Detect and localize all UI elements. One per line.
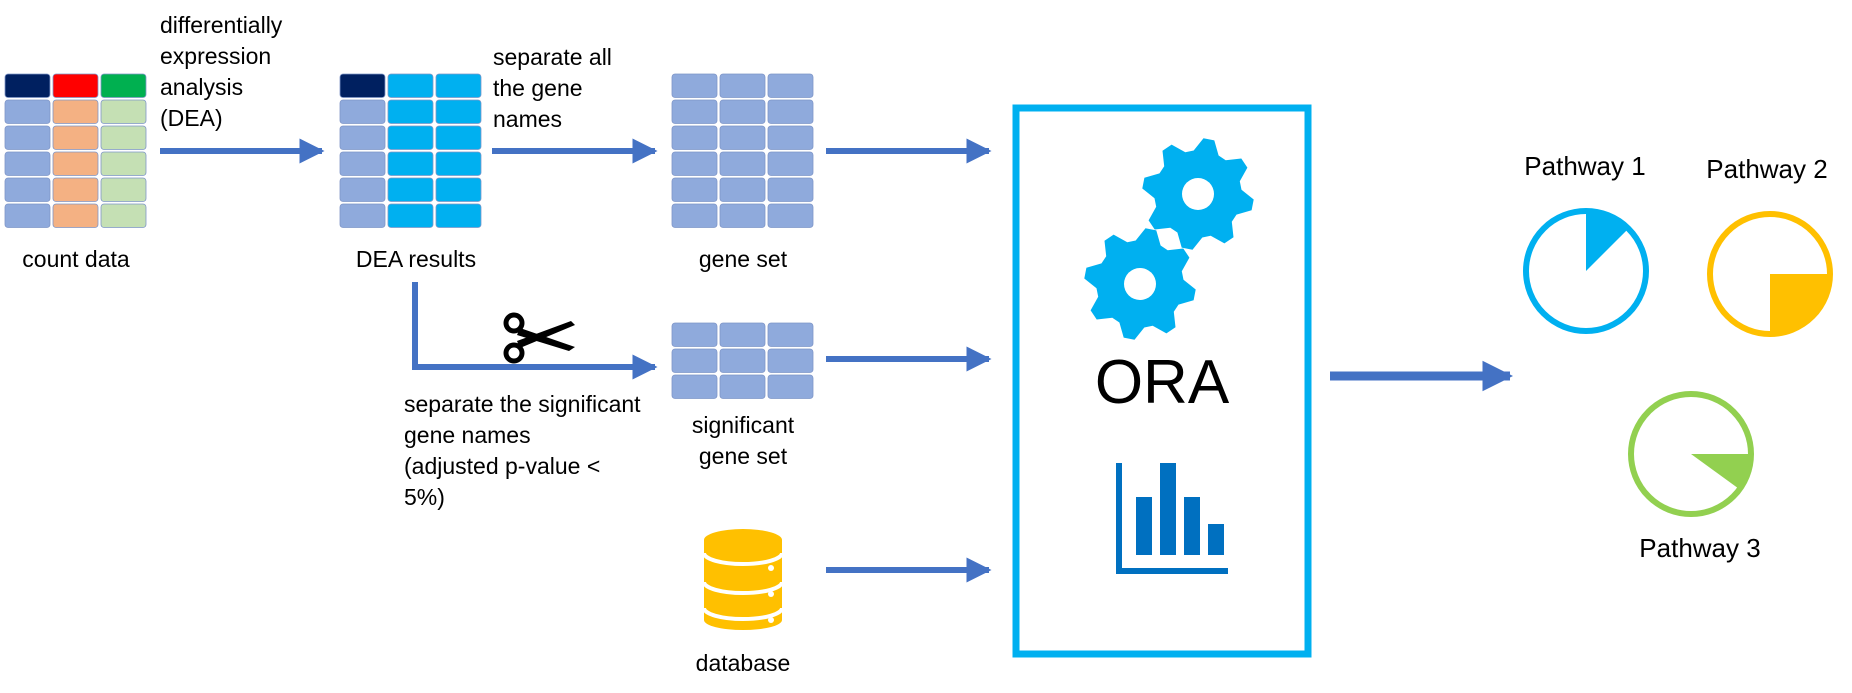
table-cell [4,177,51,202]
table-cell [387,73,434,98]
separate-significant-label: separate the significant gene names (adj… [404,391,641,510]
table-cell [767,203,814,228]
table-cell [719,177,766,202]
table-cell [767,73,814,98]
table-cell [339,203,386,228]
table-cell [671,322,718,347]
dea-results-label: DEA results [355,246,477,272]
dea-step-label: differentially expression analysis (DEA) [160,12,283,131]
table-cell [719,203,766,228]
table-cell [339,73,386,98]
table-cell [387,151,434,176]
table-cell [339,99,386,124]
table-cell [671,203,718,228]
pathway-2-label: Pathway 2 [1706,154,1828,184]
table-cell [719,151,766,176]
table-cell [671,348,718,373]
significant-gene-set-table [671,322,814,399]
count-data-label: count data [22,246,130,272]
table-cell [719,99,766,124]
table-cell [52,99,99,124]
pathway-1-label: Pathway 1 [1524,151,1646,181]
table-cell [767,125,814,150]
table-cell [52,151,99,176]
table-cell [767,177,814,202]
table-cell [435,99,482,124]
dea-results-table [339,73,482,228]
bar-chart-icon [1116,463,1228,574]
table-cell [719,348,766,373]
table-cell [435,203,482,228]
table-cell [4,73,51,98]
significant-gene-set-label: significant gene set [691,412,795,469]
table-cell [52,125,99,150]
table-cell [671,374,718,399]
table-cell [387,203,434,228]
table-cell [4,151,51,176]
ora-label: ORA [1094,348,1230,417]
table-cell [339,177,386,202]
table-cell [767,322,814,347]
table-cell [4,99,51,124]
pie-slice [1770,274,1830,334]
ora-box [1012,104,1312,658]
gear-icon [1084,228,1196,340]
gene-set-label: gene set [698,246,788,272]
pie-slice [1691,454,1751,490]
table-cell [767,374,814,399]
pie-slice [1586,211,1629,271]
table-cell [719,322,766,347]
table-cell [671,151,718,176]
gear-hole [1124,268,1156,300]
table-cell [719,73,766,98]
pathway-1-pie [1523,208,1649,334]
table-cell [100,99,147,124]
table-cell [100,125,147,150]
arrows [160,138,1514,583]
scissors-icon [503,312,575,364]
table-cell [435,125,482,150]
pathway-2-pie [1707,211,1833,337]
table-cell [719,125,766,150]
gear-icon [1142,138,1254,250]
table-cell [52,73,99,98]
separate-all-label: separate all the gene names [493,44,612,132]
table-cell [339,151,386,176]
table-cell [100,203,147,228]
table-cell [671,125,718,150]
gear-hole [1182,178,1214,210]
pathway-3-pie [1628,391,1754,517]
table-cell [339,125,386,150]
table-cell [767,151,814,176]
table-cell [435,177,482,202]
database-icon [702,529,784,630]
table-cell [4,203,51,228]
table-cell [387,177,434,202]
table-cell [52,203,99,228]
table-cell [4,125,51,150]
pathway-3-label: Pathway 3 [1639,533,1761,563]
arrow-dea-to-significant [412,282,658,380]
database-label: database [695,650,791,676]
table-cell [435,73,482,98]
table-cell [671,73,718,98]
table-cell [52,177,99,202]
table-cell [100,151,147,176]
table-cell [387,99,434,124]
table-cell [719,374,766,399]
table-cell [435,151,482,176]
table-cell [767,348,814,373]
table-cell [387,125,434,150]
table-cell [100,73,147,98]
table-cell [671,177,718,202]
table-cell [767,99,814,124]
table-cell [100,177,147,202]
gene-set-table [671,73,814,228]
table-cell [671,99,718,124]
count-data-table [4,73,147,228]
